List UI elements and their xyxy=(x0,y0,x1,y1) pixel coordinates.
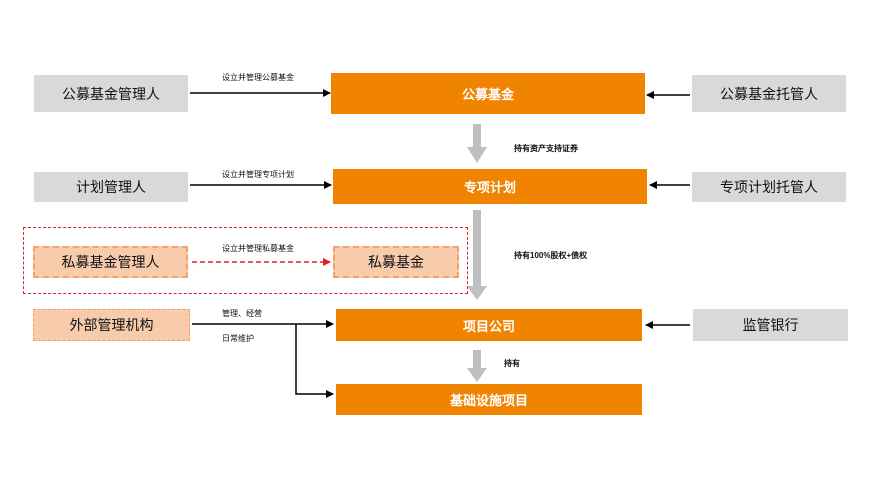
node-private-fund: 私募基金 xyxy=(333,246,459,278)
node-external-manager: 外部管理机构 xyxy=(33,309,190,341)
node-supervising-bank: 监管银行 xyxy=(693,309,848,341)
node-public-fund-manager: 公募基金管理人 xyxy=(34,75,188,112)
gray-arrow-plan-to-company xyxy=(467,210,487,300)
label-hold: 持有 xyxy=(504,359,520,368)
arrow-external-to-project xyxy=(295,324,334,398)
gray-arrow-company-to-project xyxy=(467,350,487,382)
label-set-manage-private: 设立并管理私募基金 xyxy=(222,244,294,253)
node-public-fund-custodian: 公募基金托管人 xyxy=(692,75,846,112)
node-infrastructure-project: 基础设施项目 xyxy=(336,384,642,415)
label-daily-maintenance: 日常维护 xyxy=(222,334,254,343)
node-special-plan: 专项计划 xyxy=(333,169,647,204)
label-set-manage-plan: 设立并管理专项计划 xyxy=(222,170,294,179)
private-fund-group-frame xyxy=(23,227,468,294)
node-project-company: 项目公司 xyxy=(336,309,642,341)
node-plan-manager: 计划管理人 xyxy=(34,172,188,202)
label-hold-abs: 持有资产支持证券 xyxy=(514,144,578,153)
label-manage-operate: 管理、经营 xyxy=(222,309,262,318)
label-set-manage-public: 设立并管理公募基金 xyxy=(222,73,294,82)
gray-arrow-fund-to-plan xyxy=(467,124,487,163)
node-private-fund-manager: 私募基金管理人 xyxy=(33,246,188,278)
node-special-plan-custodian: 专项计划托管人 xyxy=(692,172,846,202)
node-public-fund: 公募基金 xyxy=(331,73,645,114)
label-hold-equity-debt: 持有100%股权+债权 xyxy=(514,251,588,260)
